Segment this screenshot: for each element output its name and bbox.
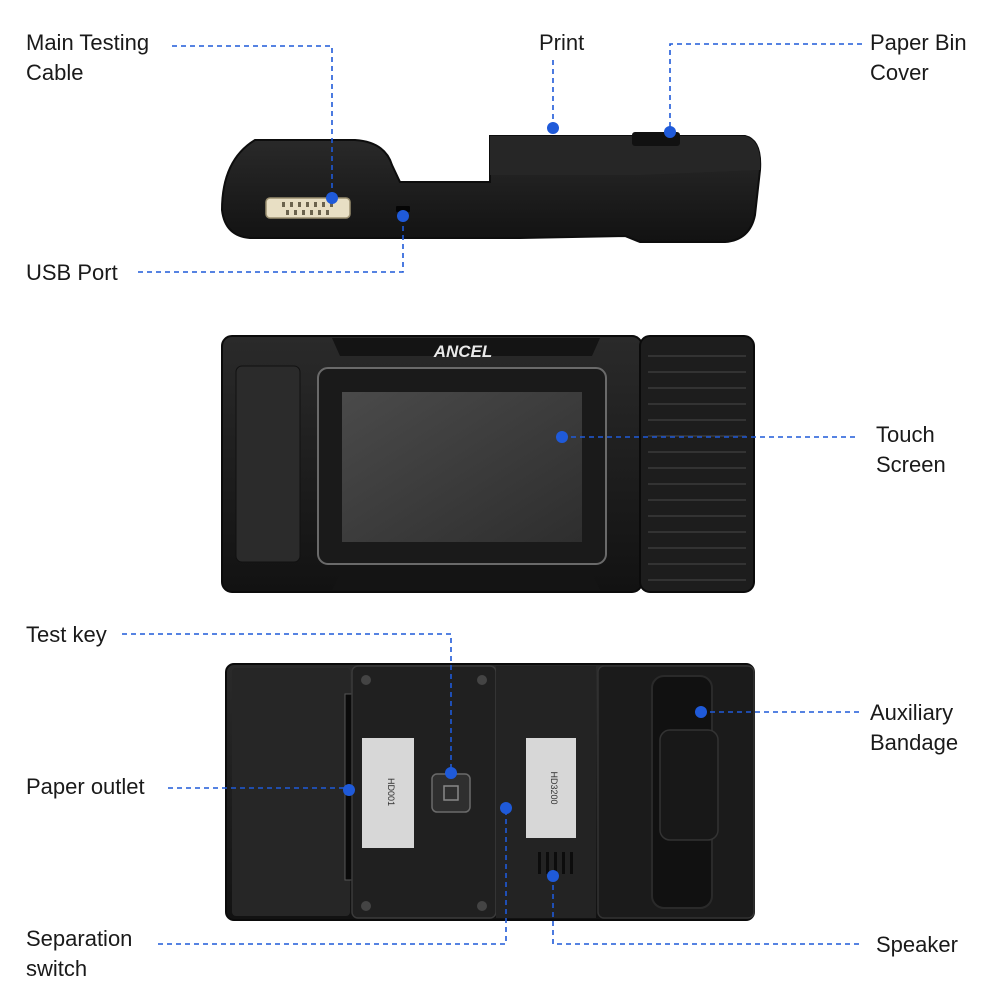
left-grip-panel (235, 365, 301, 563)
screw (361, 675, 371, 685)
label-auxiliary-bandage: Auxiliary Bandage (870, 700, 959, 755)
callout-speaker (552, 876, 862, 945)
device-front-view: ANCEL (221, 335, 755, 593)
screw (361, 901, 371, 911)
connector-pins (282, 202, 333, 215)
label-paper-bin-cover: Paper Bin Cover (870, 30, 967, 85)
screw (477, 675, 487, 685)
dot-speaker (547, 870, 559, 882)
callout-paper-bin-cover (669, 43, 862, 132)
label-usb-port: USB Port (26, 260, 118, 285)
scanner-sticker-model: HD3200 (549, 771, 559, 804)
top-bumper (332, 338, 600, 356)
label-speaker: Speaker (876, 932, 958, 957)
dot-touch-screen (556, 431, 568, 443)
test-key-symbol (443, 785, 459, 801)
usb-port-slot (396, 206, 410, 212)
scanner-sticker (526, 738, 576, 838)
callout-dots (326, 122, 707, 882)
dot-usb-port (397, 210, 409, 222)
callout-test-key (122, 633, 452, 773)
callouts (122, 43, 862, 945)
label-paper-outlet: Paper outlet (26, 774, 145, 799)
brand-logo: ANCEL (433, 342, 493, 361)
device-back-view: HD001 HD3200 (225, 663, 755, 921)
dot-main-testing-cable (326, 192, 338, 204)
screw (477, 901, 487, 911)
bottom-bumper (332, 574, 600, 590)
dot-paper-outlet (343, 784, 355, 796)
speaker-grille (538, 852, 573, 874)
label-touch-screen: Touch Screen (876, 422, 946, 477)
main-testing-cable-connector (265, 197, 351, 219)
paper-outlet-panel (232, 668, 350, 916)
right-ribbed-grip (639, 335, 755, 593)
dot-test-key (445, 767, 457, 779)
label-test-key: Test key (26, 622, 107, 647)
dot-separation-switch (500, 802, 512, 814)
label-main-testing-cable: Main Testing Cable (26, 30, 150, 85)
grip-ribs (648, 355, 746, 581)
test-key-button (431, 773, 471, 813)
label-separation-switch: Separation switch (26, 926, 133, 981)
callout-usb-port (138, 216, 404, 273)
strap-loop (659, 729, 719, 841)
touch-screen-display (342, 392, 582, 542)
printer-sticker (362, 738, 414, 848)
dot-auxiliary-bandage (695, 706, 707, 718)
dot-paper-bin-cover (664, 126, 676, 138)
printer-top-bevel (490, 136, 761, 175)
label-print: Print (539, 30, 585, 55)
callout-main-testing-cable (172, 45, 333, 198)
dot-print (547, 122, 559, 134)
printer-sticker-model: HD001 (386, 778, 396, 806)
device-top-view (220, 132, 762, 243)
